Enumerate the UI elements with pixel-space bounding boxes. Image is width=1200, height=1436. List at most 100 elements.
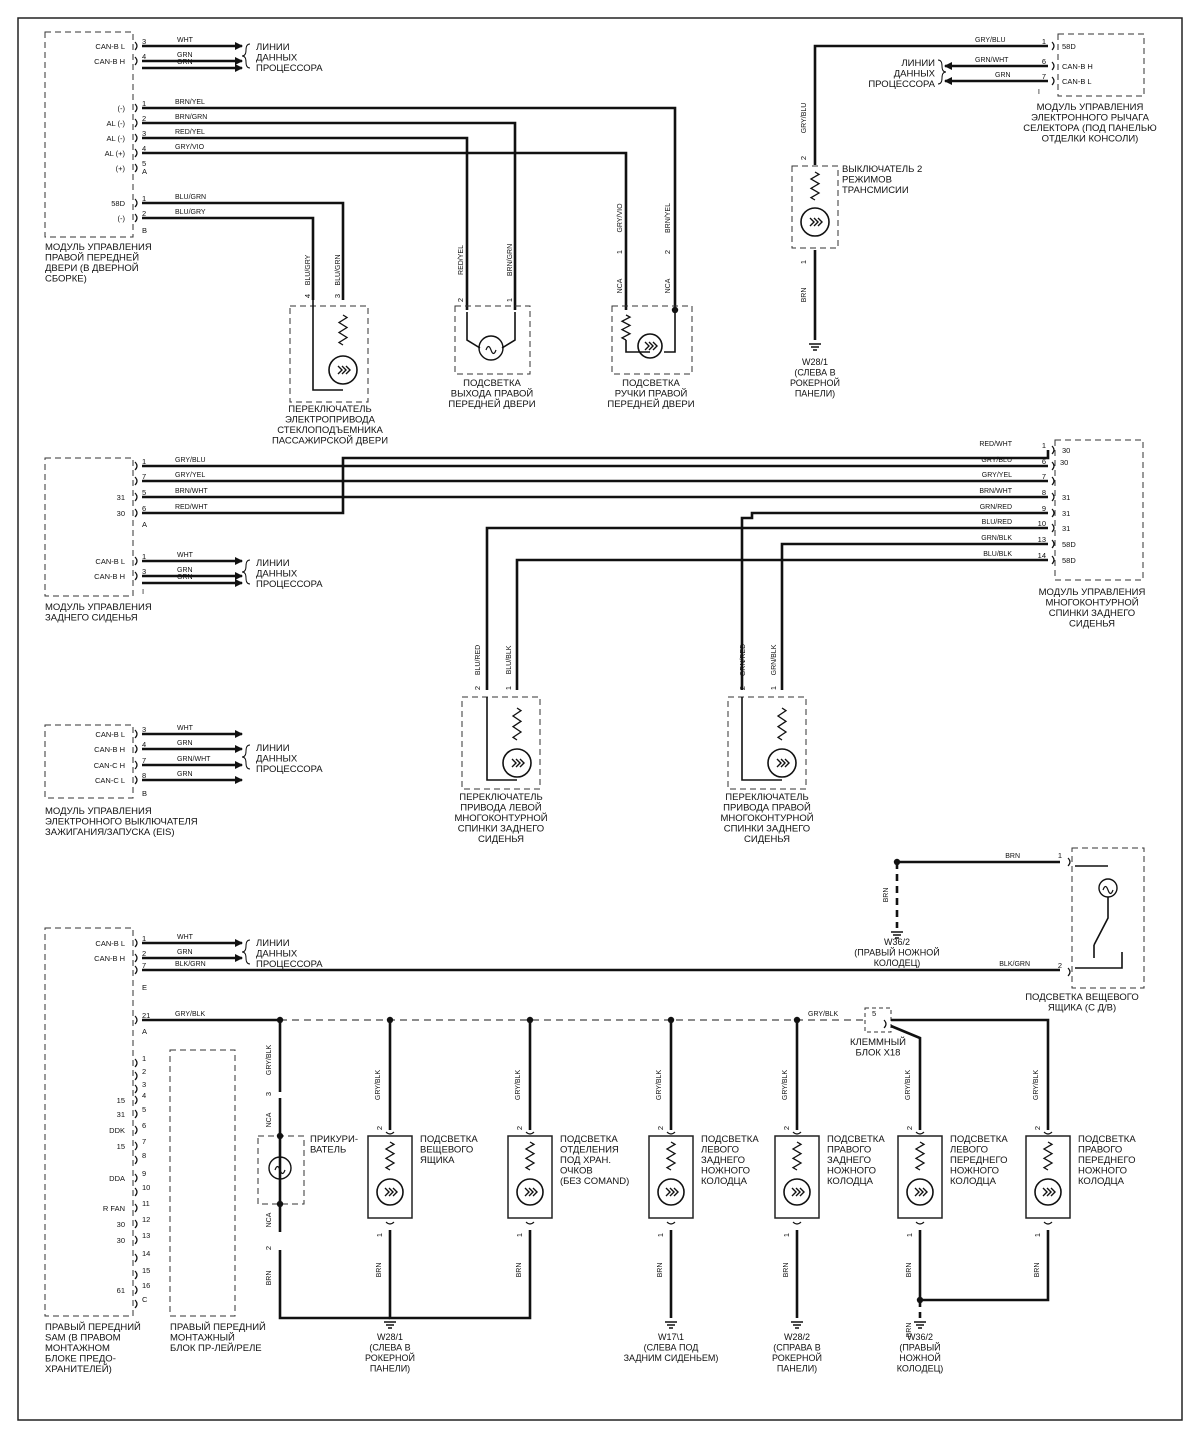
connector-mark <box>385 1221 395 1225</box>
pin-number: 1 <box>782 1233 791 1237</box>
connector-mark <box>134 1203 138 1213</box>
wire-color-label: GRN <box>177 59 193 66</box>
connector-mark <box>1051 41 1055 51</box>
wire-color-label: BRN <box>376 1263 383 1278</box>
terminal-label: 58D <box>111 199 125 208</box>
pin-number: 2 <box>142 114 146 123</box>
connector-mark <box>134 508 138 518</box>
pin-number: 1 <box>142 457 146 466</box>
connector-mark <box>134 571 138 581</box>
label: GRY/BLU <box>975 37 1006 44</box>
label: BRN <box>1005 853 1020 860</box>
wire-color-label: GRN <box>177 574 193 581</box>
wire-gry-blk <box>891 1018 1050 1130</box>
splice-dot <box>671 306 679 314</box>
connector-mark <box>134 118 138 128</box>
pin-number: 1 <box>515 1233 524 1237</box>
connector-mark <box>134 213 138 223</box>
pin-number: 3 <box>142 725 146 734</box>
pin-number: 2 <box>142 949 146 958</box>
exit-light-box <box>454 305 531 375</box>
connector-mark <box>134 1187 138 1197</box>
handle-light-box <box>611 305 693 375</box>
connector-mark <box>1051 476 1055 486</box>
wire-color-label: GRY/BLK <box>656 1070 663 1101</box>
pin-number: 3 <box>142 1080 146 1089</box>
connector-mark <box>134 1015 138 1025</box>
terminal-label: 31 <box>1062 524 1070 533</box>
pin-number: 8 <box>1042 488 1046 497</box>
connector-mark <box>1067 857 1071 867</box>
pin-number: 2 <box>738 686 747 690</box>
terminal-label: 58D <box>1062 42 1076 51</box>
resistor-icon <box>1042 1141 1054 1171</box>
pin-number: 3 <box>142 37 146 46</box>
pin-number: 6 <box>142 504 146 513</box>
terminal-label: CAN-B L <box>95 730 125 739</box>
pin-letter: E <box>142 983 147 992</box>
pin-number: 13 <box>1038 535 1046 544</box>
led-icon <box>524 1187 538 1197</box>
lamp-box <box>1025 1135 1071 1219</box>
pin-number: 8 <box>142 771 146 780</box>
wire-color-label: BRN/WHT <box>979 488 1012 495</box>
filament-icon <box>274 1165 286 1175</box>
connector-mark <box>134 133 138 143</box>
pin-letter: B <box>142 226 147 235</box>
connector-mark <box>134 103 138 113</box>
pin-number: 3 <box>264 1092 273 1096</box>
bulb-icon <box>1098 878 1118 898</box>
connector-mark <box>134 1253 138 1263</box>
pin-number: 2 <box>142 209 146 218</box>
terminal-label: CAN-B L <box>95 939 125 948</box>
wire <box>1075 952 1123 969</box>
terminal-label: 58D <box>1062 556 1076 565</box>
pin-number: 1 <box>615 250 624 254</box>
resistor-icon <box>511 707 523 741</box>
ground-w28-2 <box>791 1321 803 1329</box>
connector-mark <box>1067 967 1071 977</box>
mode-switch-box <box>791 165 839 249</box>
wire-color-label: RED/WHT <box>979 441 1012 448</box>
pin-number: 1 <box>142 552 146 561</box>
connector-mark <box>134 1299 138 1309</box>
connector-mark <box>915 1131 925 1135</box>
terminal-block-box <box>864 1007 892 1033</box>
pin-number: 6 <box>1042 457 1046 466</box>
terminal-label: 30 <box>117 509 125 518</box>
pin-number: 14 <box>1038 551 1046 560</box>
led-icon <box>511 758 525 768</box>
pin-number: 10 <box>1038 519 1046 528</box>
pin-number: 3 <box>333 294 342 298</box>
pin-number: 2 <box>1058 961 1062 970</box>
window-switch-box <box>289 305 369 403</box>
terminal-label: CAN-B H <box>94 954 125 963</box>
wire-color-label: WHT <box>177 552 194 559</box>
connector-mark <box>134 953 138 963</box>
ground-w28-1 <box>384 1321 396 1329</box>
wire-color-label: BRN <box>783 1263 790 1278</box>
wire-color-label: BLU/GRY <box>305 254 312 285</box>
wire-color-label: GRY/BLK <box>515 1070 522 1101</box>
ground-w28-1 <box>809 343 821 351</box>
wire-color-label: GRN/BLK <box>771 644 778 675</box>
wire-gry-blk <box>890 1024 922 1130</box>
connector-mark <box>134 775 138 785</box>
handle-light-lamp-icon <box>637 333 663 359</box>
pin-number: 1 <box>1042 37 1046 46</box>
led-icon <box>384 1187 398 1197</box>
pin-number: 3 <box>142 567 146 576</box>
pin-number: 1 <box>504 686 513 690</box>
lamp-icon <box>657 1178 685 1206</box>
wire-color-label: GRN/BLK <box>981 535 1012 542</box>
